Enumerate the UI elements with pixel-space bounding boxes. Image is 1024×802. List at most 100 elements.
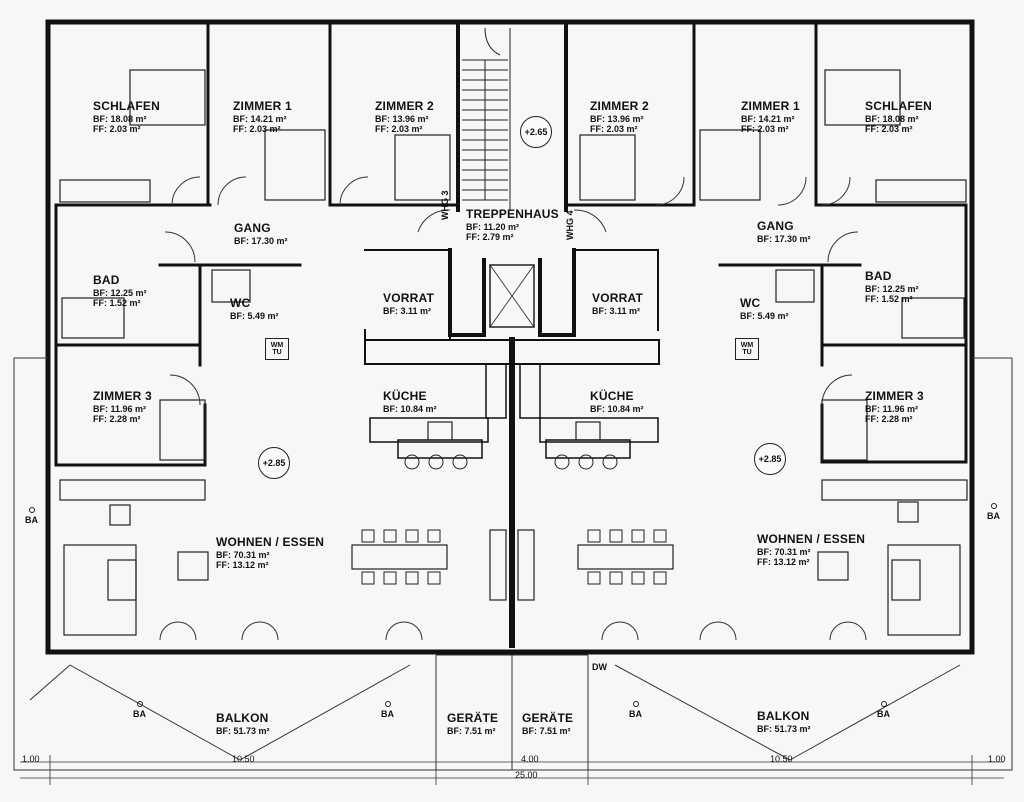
whg4-label: WHG 4 [565, 210, 575, 240]
ba-label-1: BA [133, 709, 146, 719]
ba-label-6: BA [987, 511, 1000, 521]
room-name: WC [230, 296, 251, 310]
room-bf: BF: 70.31 m² [216, 549, 270, 560]
room-bf: BF: 12.25 m² [865, 283, 919, 294]
room-ff: FF: 2.28 m² [865, 414, 913, 425]
dim-right-span: 10.50 [770, 754, 793, 764]
room-name: ZIMMER 1 [741, 99, 800, 113]
room-ff: FF: 2.03 m² [233, 124, 281, 135]
room-ff: FF: 2.03 m² [93, 124, 141, 135]
room-name: VORRAT [592, 291, 643, 305]
room-name: ZIMMER 3 [865, 389, 924, 403]
room-name: KÜCHE [590, 389, 634, 403]
room-bf: BF: 7.51 m² [522, 725, 571, 736]
room-name: TREPPENHAUS [466, 207, 559, 221]
room-bf: BF: 18.08 m² [93, 113, 147, 124]
room-name: BALKON [216, 711, 269, 725]
whg3-label: WHG 3 [440, 190, 450, 220]
room-ff: FF: 13.12 m² [757, 557, 810, 568]
wm-label: WM [740, 342, 754, 349]
room-name: ZIMMER 3 [93, 389, 152, 403]
room-name: BAD [93, 273, 120, 287]
room-bf: BF: 11.96 m² [865, 403, 919, 414]
room-bf: BF: 11.96 m² [93, 403, 147, 414]
room-name: SCHLAFEN [93, 99, 160, 113]
dim-right-overhang: 1.00 [988, 754, 1006, 764]
ba-label-4: BA [877, 709, 890, 719]
room-bf: BF: 51.73 m² [216, 725, 270, 736]
room-ff: FF: 1.52 m² [93, 298, 141, 309]
dim-left-overhang: 1.00 [22, 754, 40, 764]
ba-label-2: BA [381, 709, 394, 719]
tu-label: TU [272, 349, 282, 356]
room-bf: BF: 7.51 m² [447, 725, 496, 736]
room-bf: BF: 18.08 m² [865, 113, 919, 124]
room-name: WC [740, 296, 761, 310]
dw-label: DW [592, 662, 607, 672]
room-bf: BF: 14.21 m² [741, 113, 795, 124]
dim-left-span: 10.50 [232, 754, 255, 764]
room-name: GANG [757, 219, 794, 233]
room-bf: BF: 5.49 m² [740, 310, 789, 321]
room-ff: FF: 2.03 m² [590, 124, 638, 135]
room-bf: BF: 5.49 m² [230, 310, 279, 321]
room-name: ZIMMER 2 [590, 99, 649, 113]
room-bf: BF: 10.84 m² [383, 403, 437, 414]
room-ff: FF: 2.28 m² [93, 414, 141, 425]
room-name: ZIMMER 1 [233, 99, 292, 113]
wm-label: WM [270, 342, 284, 349]
room-ff: FF: 2.79 m² [466, 232, 514, 243]
ba-label-3: BA [629, 709, 642, 719]
room-bf: BF: 70.31 m² [757, 546, 811, 557]
room-ff: FF: 1.52 m² [865, 294, 913, 305]
room-bf: BF: 13.96 m² [375, 113, 429, 124]
room-bf: BF: 17.30 m² [234, 235, 288, 246]
room-name: SCHLAFEN [865, 99, 932, 113]
room-name: ZIMMER 2 [375, 99, 434, 113]
room-bf: BF: 3.11 m² [592, 305, 641, 316]
room-bf: BF: 3.11 m² [383, 305, 432, 316]
elevation-living-left: +2.85 [258, 447, 290, 479]
room-ff: FF: 2.03 m² [375, 124, 423, 135]
room-bf: BF: 11.20 m² [466, 221, 520, 232]
room-bf: BF: 10.84 m² [590, 403, 644, 414]
room-bf: BF: 13.96 m² [590, 113, 644, 124]
room-name: WOHNEN / ESSEN [216, 535, 325, 549]
room-name: VORRAT [383, 291, 434, 305]
room-ff: FF: 2.03 m² [865, 124, 913, 135]
room-name: KÜCHE [383, 389, 427, 403]
room-bf: BF: 12.25 m² [93, 287, 147, 298]
room-bf: BF: 14.21 m² [233, 113, 287, 124]
room-bf: BF: 17.30 m² [757, 233, 811, 244]
room-name: GERÄTE [447, 711, 499, 725]
room-ff: FF: 2.03 m² [741, 124, 789, 135]
ba-label-5: BA [25, 515, 38, 525]
dim-middle: 4.00 [521, 754, 539, 764]
dim-total: 25.00 [515, 770, 538, 780]
elevation-living-right: +2.85 [754, 443, 786, 475]
room-name: WOHNEN / ESSEN [757, 532, 866, 546]
